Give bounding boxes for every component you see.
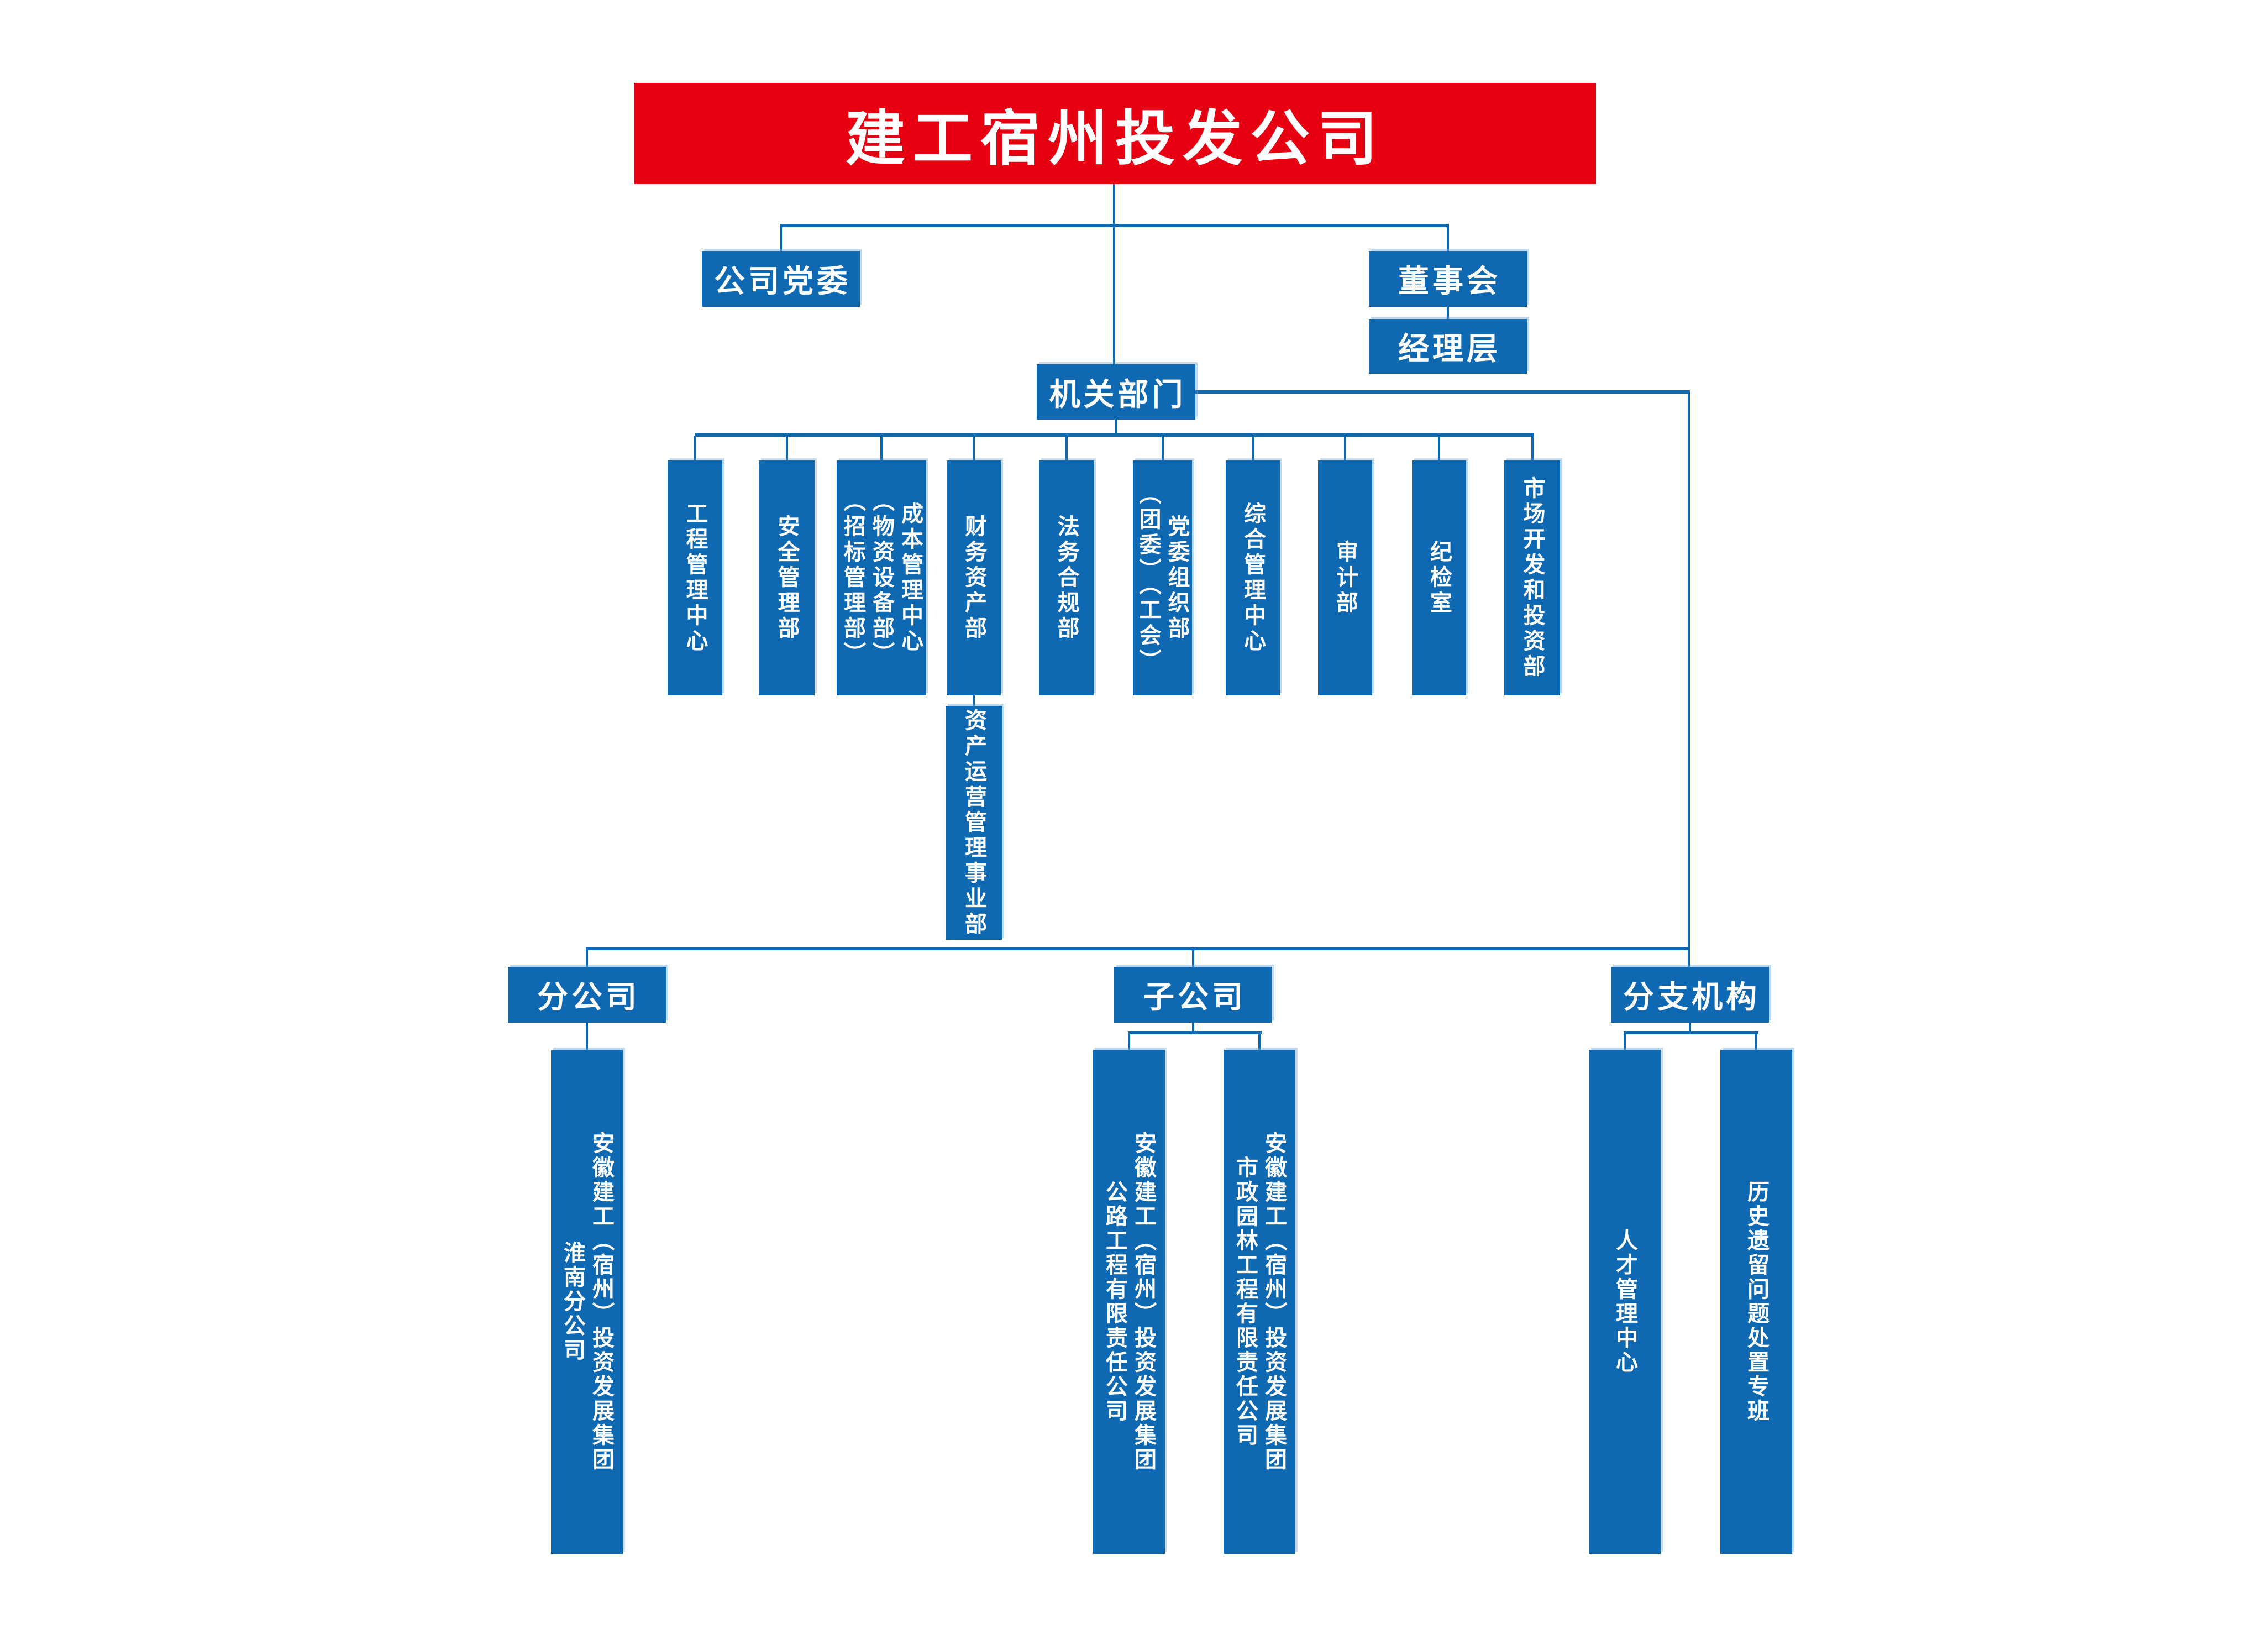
box-board-of-directors: 董事会	[1369, 251, 1527, 307]
box-branch-organization: 分支机构	[1611, 967, 1769, 1023]
connector-root-vertical	[1113, 184, 1115, 364]
dept-sublabel: （物资设备部）	[869, 489, 894, 667]
connector-subsidiary-child-drop	[1258, 1033, 1261, 1050]
company-label: 人才管理中心	[1613, 1229, 1637, 1375]
box-hq-departments: 机关部门	[1037, 364, 1195, 420]
dept-box-cost-management-center: 成本管理中心 （物资设备部） （招标管理部）	[837, 460, 926, 695]
dept-label: 审计部	[1333, 540, 1357, 616]
connector-subsidiary-drop	[1192, 949, 1194, 967]
connector-subsidiary-down	[1192, 1023, 1194, 1034]
company-label: 安徽建工（宿州）投资发展集团	[1131, 1132, 1156, 1472]
asset-operation-label: 资产运营管理事业部	[962, 708, 986, 938]
connector-dept-drop	[973, 436, 975, 460]
dept-box-general-management-center: 综合管理中心	[1226, 460, 1280, 695]
box-party-committee: 公司党委	[702, 251, 860, 307]
connector-top-rail	[781, 224, 1449, 227]
dept-sublabel: （团委）（工会）	[1136, 481, 1161, 674]
connector-dept-drop	[880, 436, 883, 460]
connector-branchorg-down	[1689, 1023, 1691, 1034]
dept-label: 安全管理部	[774, 514, 799, 642]
connector-branchco-drop	[586, 949, 588, 967]
connector-dept-drop	[694, 436, 696, 460]
box-subsidiary: 子公司	[1114, 967, 1272, 1023]
company-sublabel: 市政园林工程有限责任公司	[1233, 1156, 1257, 1448]
dept-sublabel: （招标管理部）	[841, 489, 865, 667]
box-asset-operation-division: 资产运营管理事业部	[946, 706, 1002, 940]
dept-box-safety-management: 安全管理部	[759, 460, 815, 695]
dept-label: 财务资产部	[962, 514, 986, 642]
connector-subsidiary-subrail	[1128, 1031, 1262, 1034]
dept-box-discipline-inspection: 纪检室	[1412, 460, 1466, 695]
party-committee-label: 公司党委	[714, 264, 851, 299]
dept-label: 成本管理中心	[898, 501, 922, 654]
connector-branchorg-child-drop	[1755, 1033, 1757, 1050]
company-label: 安徽建工（宿州）投资发展集团	[1262, 1132, 1286, 1472]
dept-label: 市场开发和投资部	[1520, 476, 1545, 680]
company-label: 历史遗留问题处置专班	[1744, 1180, 1768, 1423]
dept-box-legal-compliance: 法务合规部	[1039, 460, 1094, 695]
dept-box-market-development-investment: 市场开发和投资部	[1504, 460, 1560, 695]
connector-dept-drop	[1252, 436, 1254, 460]
dept-box-engineering-management-center: 工程管理中心	[668, 460, 722, 695]
connector-right-long-vertical	[1688, 390, 1690, 967]
connector-dept-drop	[1344, 436, 1346, 460]
company-box-highway-engineering: 安徽建工（宿州）投资发展集团 公路工程有限责任公司	[1093, 1050, 1165, 1554]
dept-label: 法务合规部	[1054, 514, 1079, 642]
company-sublabel: 公路工程有限责任公司	[1102, 1180, 1127, 1423]
connector-dept-drop	[786, 436, 788, 460]
connector-board-drop	[1447, 224, 1449, 251]
branch-company-label: 分公司	[537, 980, 640, 1014]
connector-dept-drop	[1162, 436, 1164, 460]
company-label: 安徽建工（宿州）投资发展集团	[589, 1132, 613, 1472]
company-sublabel: 淮南分公司	[560, 1241, 585, 1363]
connector-board-management	[1447, 307, 1449, 319]
connector-dept-drop	[1065, 436, 1068, 460]
connector-hq-down	[1115, 420, 1117, 434]
branch-organization-label: 分支机构	[1623, 980, 1760, 1014]
management-label: 经理层	[1398, 331, 1501, 366]
connector-branchorg-child-drop	[1624, 1033, 1626, 1050]
connector-dept-drop	[1438, 436, 1440, 460]
connector-hq-right-link	[1195, 390, 1689, 394]
dept-box-party-organization: 党委组织部 （团委）（工会）	[1133, 460, 1192, 695]
company-box-huainan-branch: 安徽建工（宿州）投资发展集团 淮南分公司	[551, 1050, 623, 1554]
box-branch-company: 分公司	[508, 967, 666, 1023]
dept-label: 党委组织部	[1164, 514, 1189, 642]
dept-label: 纪检室	[1427, 540, 1451, 616]
connector-bottom-rail	[586, 947, 1690, 950]
connector-party-drop	[780, 224, 782, 251]
dept-box-finance-assets: 财务资产部	[947, 460, 1001, 695]
hq-departments-label: 机关部门	[1049, 376, 1186, 412]
dept-box-audit: 审计部	[1318, 460, 1372, 695]
company-box-municipal-landscape: 安徽建工（宿州）投资发展集团 市政园林工程有限责任公司	[1224, 1050, 1295, 1554]
connector-branchorg-subrail	[1624, 1031, 1758, 1034]
company-name: 建工宿州投发公司	[845, 104, 1385, 172]
company-box-talent-management-center: 人才管理中心	[1589, 1050, 1661, 1554]
company-banner: 建工宿州投发公司	[634, 83, 1596, 184]
connector-finance-asset	[973, 695, 975, 706]
connector-branchco-child	[586, 1023, 588, 1050]
board-label: 董事会	[1398, 264, 1501, 299]
connector-dept-drop	[1531, 436, 1534, 460]
dept-label: 综合管理中心	[1241, 501, 1265, 654]
subsidiary-label: 子公司	[1143, 980, 1246, 1014]
connector-dept-rail	[695, 433, 1534, 437]
connector-subsidiary-child-drop	[1128, 1033, 1130, 1050]
box-management-team: 经理层	[1369, 319, 1527, 374]
dept-label: 工程管理中心	[683, 501, 707, 654]
company-box-legacy-issues-taskforce: 历史遗留问题处置专班	[1720, 1050, 1792, 1554]
